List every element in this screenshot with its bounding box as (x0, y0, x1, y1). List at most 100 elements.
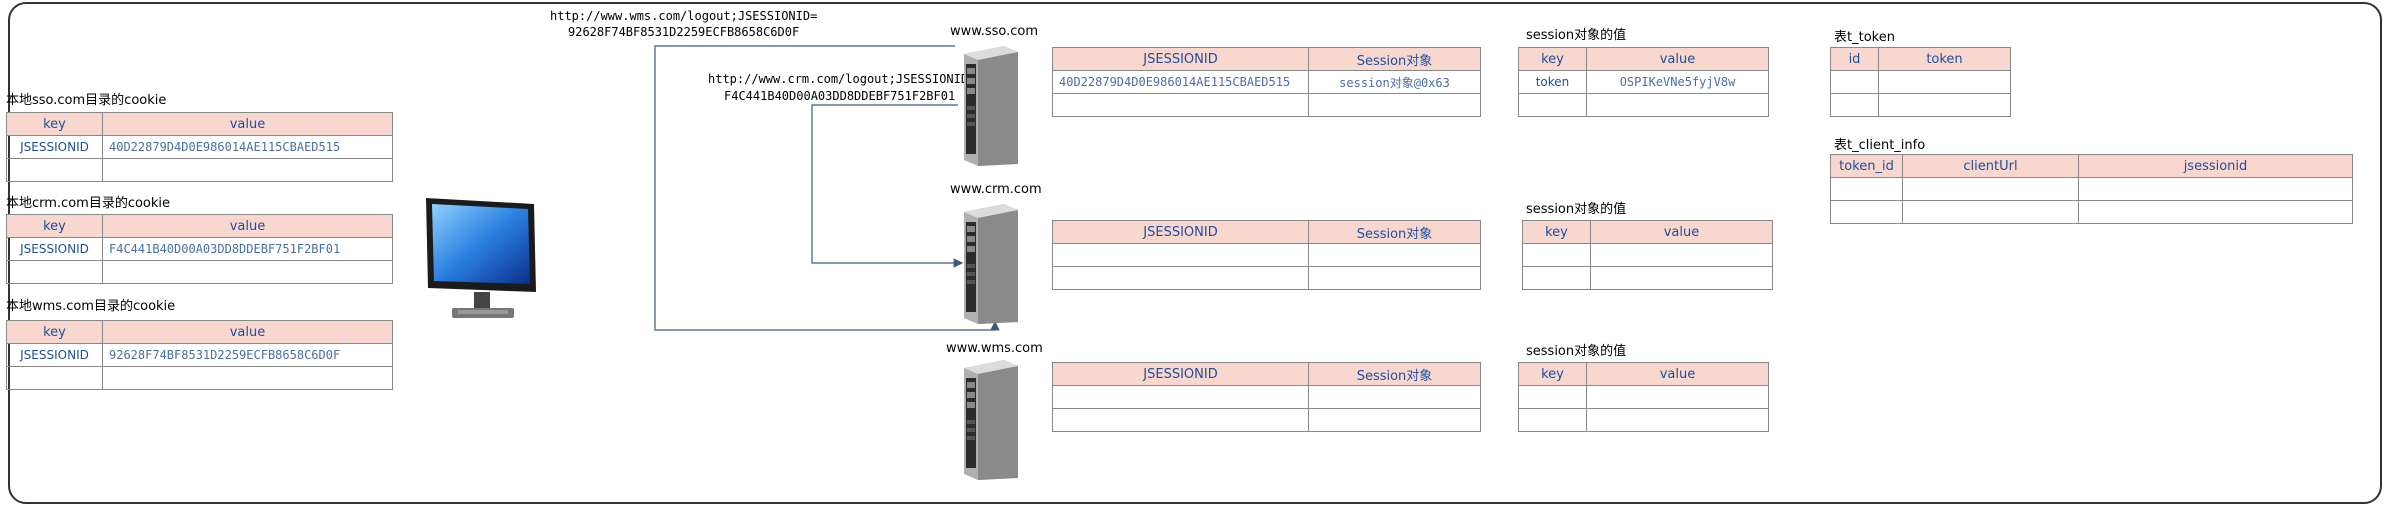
empty-cell (102, 260, 393, 284)
session-table-crm: JSESSIONID Session对象 (1052, 220, 1481, 290)
key-header: key (6, 320, 103, 344)
value-header: value (102, 320, 393, 344)
jsessionid-header: JSESSIONID (1052, 220, 1309, 244)
wms-logout-url-line1: http://www.wms.com/logout;JSESSIONID= (550, 9, 818, 23)
server-icon (964, 360, 1018, 480)
empty-cell (1902, 200, 2079, 224)
t-client-info-table: token_id clientUrl jsessionid (1830, 154, 2353, 224)
empty-cell (1308, 408, 1481, 432)
session-values-title-wms: session对象的值 (1526, 344, 1627, 359)
cookie-table-wms: key value JSESSIONID 92628F74BF8531D2259… (6, 320, 393, 390)
session-values-sso: key value token OSPIKeVNe5fyjV8w (1518, 47, 1769, 117)
jsessionid-header: JSESSIONID (1052, 362, 1309, 386)
empty-cell (1518, 93, 1587, 117)
session-key-cell: token (1518, 70, 1587, 94)
session-key-cell (1522, 243, 1591, 267)
session-id-cell (1052, 243, 1309, 267)
cookie-table-title-sso: 本地sso.com目录的cookie (6, 93, 167, 108)
key-header: key (1518, 47, 1587, 71)
empty-cell (6, 260, 103, 284)
monitor-icon (426, 198, 536, 318)
cookie-key: JSESSIONID (6, 343, 103, 367)
id-header: id (1830, 47, 1879, 71)
wms-logout-url-line2: 92628F74BF8531D2259ECFB8658C6D0F (568, 25, 800, 39)
token-id-header: token_id (1830, 154, 1903, 178)
empty-cell (1052, 408, 1309, 432)
empty-cell (1830, 93, 1879, 117)
session-object-header: Session对象 (1308, 47, 1481, 71)
value-header: value (1586, 47, 1769, 71)
empty-cell (2078, 177, 2353, 201)
empty-cell (6, 366, 103, 390)
empty-cell (1522, 266, 1591, 290)
session-table-sso: JSESSIONID Session对象 40D22879D4D0E986014… (1052, 47, 1481, 117)
server-icon (964, 46, 1018, 166)
cookie-value: 92628F74BF8531D2259ECFB8658C6D0F (102, 343, 393, 367)
session-object-header: Session对象 (1308, 362, 1481, 386)
session-key-cell (1518, 385, 1587, 409)
crm-logout-arrow (811, 104, 964, 268)
empty-cell (1586, 93, 1769, 117)
key-header: key (6, 214, 103, 238)
session-values-crm: key value (1522, 220, 1773, 290)
empty-cell (1830, 200, 1903, 224)
empty-cell (1902, 177, 2079, 201)
key-header: key (6, 112, 103, 136)
value-header: value (102, 112, 393, 136)
key-header: key (1522, 220, 1591, 244)
server-icon (964, 204, 1018, 324)
session-id-cell: 40D22879D4D0E986014AE115CBAED515 (1052, 70, 1309, 94)
cookie-table-sso: key value JSESSIONID 40D22879D4D0E986014… (6, 112, 393, 182)
session-object-cell (1308, 243, 1481, 267)
value-header: value (1590, 220, 1773, 244)
session-values-title-crm: session对象的值 (1526, 202, 1627, 217)
t-token-title: 表t_token (1834, 30, 1895, 45)
empty-cell (1052, 93, 1309, 117)
empty-cell (1830, 70, 1879, 94)
empty-cell (1878, 93, 2011, 117)
value-header: value (102, 214, 393, 238)
empty-cell (1830, 177, 1903, 201)
empty-cell (1518, 408, 1587, 432)
empty-cell (1052, 266, 1309, 290)
session-value-cell: OSPIKeVNe5fyjV8w (1586, 70, 1769, 94)
server-label-wms: www.wms.com (946, 341, 1043, 356)
cookie-table-title-crm: 本地crm.com目录的cookie (6, 196, 171, 211)
cookie-value: F4C441B40D00A03DD8DDEBF751F2BF01 (102, 237, 393, 261)
server-label-crm: www.crm.com (950, 182, 1042, 197)
session-object-cell (1308, 385, 1481, 409)
empty-cell (1308, 93, 1481, 117)
jsessionid-header: JSESSIONID (1052, 47, 1309, 71)
server-label-sso: www.sso.com (950, 24, 1039, 39)
empty-cell (1878, 70, 2011, 94)
empty-cell (102, 158, 393, 182)
session-value-cell (1590, 243, 1773, 267)
session-object-header: Session对象 (1308, 220, 1481, 244)
cookie-key: JSESSIONID (6, 135, 103, 159)
client-url-header: clientUrl (1902, 154, 2079, 178)
token-header: token (1878, 47, 2011, 71)
crm-logout-url-line1: http://www.crm.com/logout;JSESSIONID= (708, 72, 976, 86)
t-token-table: id token (1830, 47, 2011, 117)
session-id-cell (1052, 385, 1309, 409)
empty-cell (6, 158, 103, 182)
t-client-info-title: 表t_client_info (1834, 138, 1926, 153)
session-value-cell (1586, 385, 1769, 409)
empty-cell (1308, 266, 1481, 290)
empty-cell (2078, 200, 2353, 224)
value-header: value (1586, 362, 1769, 386)
cookie-value: 40D22879D4D0E986014AE115CBAED515 (102, 135, 393, 159)
session-values-wms: key value (1518, 362, 1769, 432)
empty-cell (1586, 408, 1769, 432)
key-header: key (1518, 362, 1587, 386)
cookie-key: JSESSIONID (6, 237, 103, 261)
empty-cell (1590, 266, 1773, 290)
session-table-wms: JSESSIONID Session对象 (1052, 362, 1481, 432)
cookie-table-title-wms: 本地wms.com目录的cookie (6, 299, 176, 314)
crm-logout-url-line2: F4C441B40D00A03DD8DDEBF751F2BF01 (724, 89, 956, 103)
empty-cell (102, 366, 393, 390)
session-object-cell: session对象@0x63 (1308, 70, 1481, 94)
jsessionid-header: jsessionid (2078, 154, 2353, 178)
cookie-table-crm: key value JSESSIONID F4C441B40D00A03DD8D… (6, 214, 393, 284)
